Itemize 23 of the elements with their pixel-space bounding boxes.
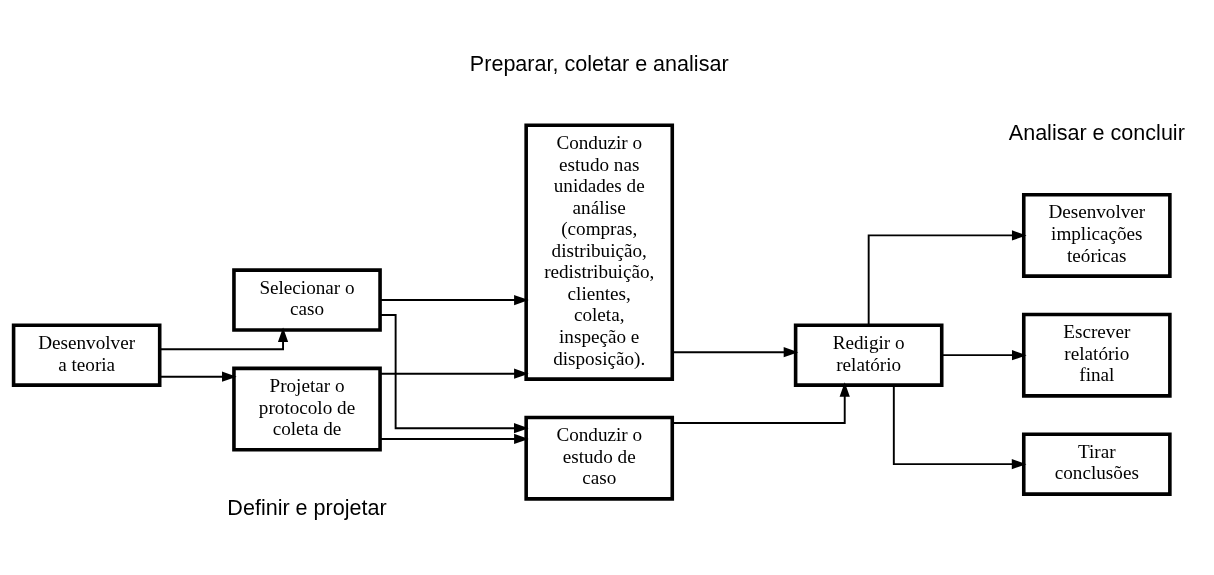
arrow [379,433,529,445]
node-box: Desenvolver implicações teóricas [1021,192,1172,278]
label: Preparar, coletar e analisar [469,50,729,76]
arrow [892,384,1027,470]
label: Analisar e concluir [1008,120,1185,146]
arrow [671,347,799,358]
arrow [158,371,237,382]
node-box: Conduzir o estudo de caso [524,415,675,501]
arrow [379,314,529,434]
node-box: Selecionar o caso [232,268,382,332]
node-box: Tirar conclusões [1021,432,1172,496]
label: Definir e projetar [227,494,387,520]
node-box: Conduzir o estudo nas unidades de análise (compras, distribuição, redistribuição, clientes, coleta, inspeção e disposição). [524,123,675,381]
arrow [379,368,529,379]
node-box: Projetar o protocolo de coleta de [232,366,382,452]
arrow [867,230,1027,326]
arrow [158,327,289,351]
node-box: Redigir o relatório [793,323,944,387]
arrow [940,350,1027,361]
arrow [379,294,529,306]
node-box: Escrever relatório final [1021,312,1172,398]
node-box: Desenvolver a teoria [11,323,162,387]
arrow [671,382,850,424]
